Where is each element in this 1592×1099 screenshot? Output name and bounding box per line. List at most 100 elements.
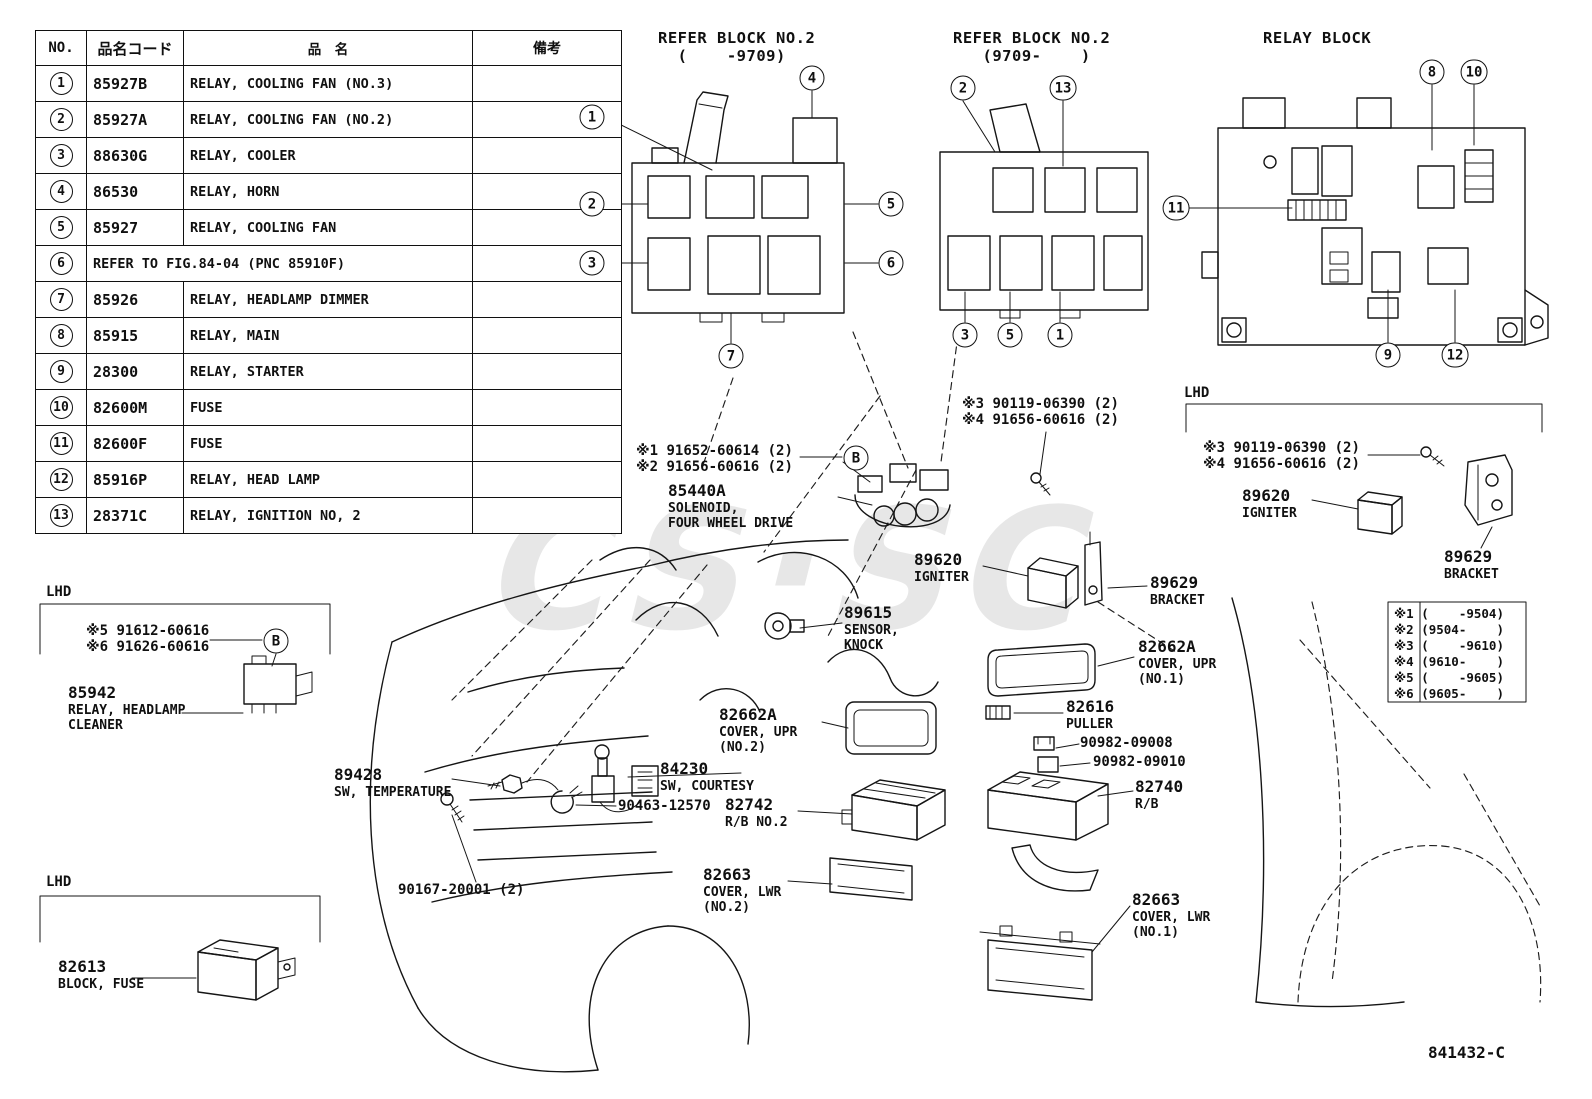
- part-label: 90982-09010: [1093, 754, 1186, 770]
- part-code-cell: 85927: [86, 209, 184, 246]
- remarks-cell: [472, 65, 622, 102]
- part-name-cell: RELAY, HEADLAMP DIMMER: [183, 281, 473, 318]
- part-name-cell: RELAY, COOLING FAN (NO.2): [183, 101, 473, 138]
- part-label: 90982-09008: [1080, 735, 1173, 751]
- row-number-badge: 12: [49, 468, 73, 491]
- drawing-number: 841432-C: [1428, 1043, 1506, 1062]
- part-code-cell: 85915: [86, 317, 184, 354]
- callout-2: 2: [950, 75, 976, 101]
- part-code-cell: 82600F: [86, 425, 184, 462]
- row-number-badge: 5: [49, 216, 73, 239]
- callout-5: 5: [997, 322, 1023, 348]
- callout-9: 9: [1375, 342, 1401, 368]
- part-label: ※5 91612-60616※6 91626-60616: [86, 623, 210, 656]
- remarks-cell: [472, 461, 622, 498]
- row-number-badge: 6: [49, 252, 73, 275]
- component-sketches: [197, 446, 1513, 1001]
- construction-lines: [451, 331, 1541, 907]
- callout-13: 13: [1049, 75, 1077, 101]
- part-name-cell: RELAY, HORN: [183, 173, 473, 210]
- block-title-relay: RELAY BLOCK: [1263, 29, 1372, 47]
- part-code-cell: 86530: [86, 173, 184, 210]
- row-number-badge: 8: [49, 324, 73, 347]
- part-code-cell: 85927B: [86, 65, 184, 102]
- part-code-cell: 85927A: [86, 101, 184, 138]
- part-name-cell: RELAY, MAIN: [183, 317, 473, 354]
- parts-table-header: NO. 品名コード 品 名 備考: [35, 30, 622, 66]
- col-header-remarks: 備考: [472, 30, 622, 66]
- row-number-badge: 4: [49, 180, 73, 203]
- part-code-cell: 85926: [86, 281, 184, 318]
- callout-B: B: [263, 628, 289, 654]
- part-name-cell: FUSE: [183, 425, 473, 462]
- remarks-cell: [472, 281, 622, 318]
- lhd-label: LHD: [1184, 385, 1210, 401]
- part-name-cell: RELAY, COOLING FAN: [183, 209, 473, 246]
- part-label: 90167-20001 (2): [398, 882, 525, 898]
- row-number-badge: 11: [49, 432, 73, 455]
- remarks-cell: [472, 497, 622, 534]
- part-name-cell: RELAY, COOLING FAN (NO.3): [183, 65, 473, 102]
- relay-block: [1188, 84, 1549, 346]
- callout-6: 6: [878, 250, 904, 276]
- part-name-cell: RELAY, IGNITION NO, 2: [183, 497, 473, 534]
- callout-1: 1: [579, 104, 605, 130]
- callout-3: 3: [579, 250, 605, 276]
- part-label: ※3 90119-06390 (2)※4 91656-60616 (2): [1203, 440, 1360, 473]
- part-name-cell: RELAY, STARTER: [183, 353, 473, 390]
- row-number-badge: 7: [49, 288, 73, 311]
- block-title-refer-1: REFER BLOCK NO.2 ( -9709): [658, 29, 816, 65]
- lhd-label: LHD: [46, 584, 72, 600]
- label-leaders: [131, 431, 1493, 979]
- callout-5: 5: [878, 191, 904, 217]
- part-code-cell: 82600M: [86, 389, 184, 426]
- row-number-badge: 2: [49, 108, 73, 131]
- fuse-block-late: [939, 100, 1149, 323]
- row-number-badge: 3: [49, 144, 73, 167]
- row-number-badge: 10: [49, 396, 73, 419]
- callout-B: B: [843, 445, 869, 471]
- part-reference-cell: REFER TO FIG.84-04 (PNC 85910F): [86, 245, 473, 282]
- remarks-cell: [472, 137, 622, 174]
- part-name-cell: RELAY, COOLER: [183, 137, 473, 174]
- callout-11: 11: [1162, 195, 1190, 221]
- col-header-code: 品名コード: [86, 30, 184, 66]
- part-label: 90463-12570: [618, 798, 711, 814]
- row-number-badge: 1: [49, 72, 73, 95]
- part-label: ※3 90119-06390 (2)※4 91656-60616 (2): [962, 396, 1119, 429]
- part-name-cell: FUSE: [183, 389, 473, 426]
- table-row: 6 REFER TO FIG.84-04 (PNC 85910F): [35, 245, 622, 282]
- col-header-name: 品 名: [183, 30, 473, 66]
- callout-4: 4: [799, 65, 825, 91]
- fuse-block-early: [604, 90, 879, 344]
- date-legend: ※1 ( -9504)※2 (9504- )※3 ( -9610)※4 (961…: [1394, 606, 1504, 701]
- row-number-badge: 13: [49, 504, 73, 527]
- callout-2: 2: [579, 191, 605, 217]
- part-code-cell: 85916P: [86, 461, 184, 498]
- car-body-sketch: [369, 539, 1542, 1073]
